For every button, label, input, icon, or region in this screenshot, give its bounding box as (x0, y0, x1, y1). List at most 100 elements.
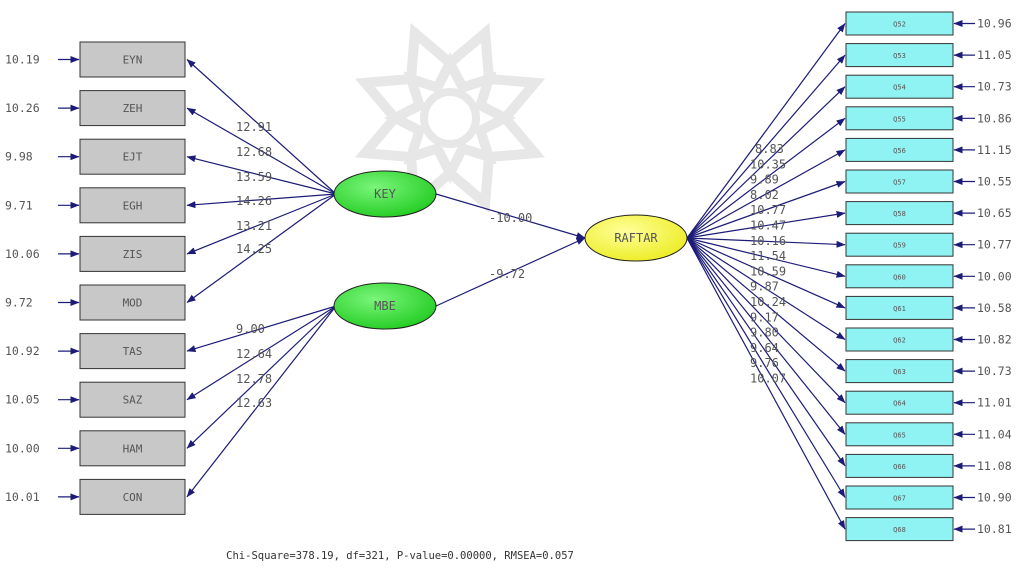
loading-mbe-con: 12.63 (236, 396, 272, 410)
loading-arrow-raftar-q65 (686, 237, 846, 435)
loading-raftar-q58: 10.47 (750, 219, 786, 233)
error-value-egh: 9.71 (5, 198, 33, 212)
error-value-q57: 10.55 (977, 175, 1012, 189)
fit-statistics: Chi-Square=378.19, df=321, P-value=0.000… (226, 550, 574, 562)
error-value-q59: 10.77 (977, 238, 1012, 252)
loading-arrow-raftar-q61 (686, 237, 846, 309)
loading-key-zis: 13.21 (236, 219, 272, 233)
loading-arrow-mbe-tas (186, 305, 337, 352)
loading-arrow-raftar-q67 (686, 237, 846, 498)
indicator-label-q65: Q65 (893, 431, 906, 439)
indicator-label-q54: Q54 (893, 84, 906, 92)
loading-raftar-q64: 9.17 (750, 310, 779, 324)
loading-raftar-q66: 9.64 (750, 341, 779, 355)
error-value-ejt: 9.98 (5, 150, 33, 164)
indicator-box-q63 (845, 359, 954, 384)
indicator-box-q62 (845, 327, 954, 352)
loading-arrow-raftar-q57 (686, 180, 846, 239)
indicator-label-q62: Q62 (893, 337, 906, 345)
indicator-box-q53 (845, 43, 954, 68)
indicator-label-q56: Q56 (893, 147, 906, 155)
indicator-box-q56 (845, 137, 954, 162)
indicator-label-mod: MOD (123, 297, 143, 310)
loading-arrow-raftar-q63 (686, 237, 846, 372)
indicator-box-ham (79, 430, 186, 467)
indicator-label-q66: Q66 (893, 463, 906, 471)
indicator-box-q54 (845, 74, 954, 99)
error-value-q67: 10.90 (977, 491, 1012, 505)
watermark-star-1 (354, 22, 546, 214)
indicator-box-q68 (845, 517, 954, 542)
indicator-box-egh (79, 187, 186, 224)
indicator-box-q55 (845, 106, 954, 131)
loading-raftar-q57: 10.77 (750, 203, 786, 217)
indicator-label-q57: Q57 (893, 179, 906, 187)
path-arrow-key-raftar (435, 193, 586, 239)
error-value-eyn: 10.19 (5, 53, 40, 67)
loading-raftar-q61: 10.59 (750, 264, 786, 278)
indicator-label-zeh: ZEH (123, 102, 143, 115)
loading-raftar-q60: 11.54 (750, 249, 786, 263)
loading-key-mod: 14.25 (236, 242, 272, 256)
loading-mbe-ham: 12.78 (236, 372, 272, 386)
error-value-q54: 10.73 (977, 80, 1012, 94)
loading-arrow-key-eyn (186, 59, 337, 195)
loading-raftar-q54: 10.35 (750, 157, 786, 171)
indicator-box-q52 (845, 11, 954, 36)
error-value-tas: 10.92 (5, 344, 40, 358)
error-value-q55: 10.86 (977, 111, 1012, 125)
indicator-label-ejt: EJT (123, 151, 143, 164)
loading-arrow-key-ejt (186, 155, 337, 195)
loading-arrow-raftar-q62 (686, 237, 846, 341)
loading-raftar-q55: 9.89 (750, 173, 779, 187)
loading-arrow-mbe-ham (186, 305, 337, 449)
indicator-label-q67: Q67 (893, 495, 906, 503)
indicator-box-tas (79, 333, 186, 370)
error-value-q56: 11.15 (977, 143, 1012, 157)
indicator-label-q63: Q63 (893, 368, 906, 376)
path-arrows (58, 20, 975, 533)
indicator-label-q53: Q53 (893, 52, 906, 60)
loading-arrow-key-egh (186, 193, 337, 209)
indicator-label-ham: HAM (123, 442, 143, 455)
indicator-label-q52: Q52 (893, 21, 906, 29)
error-value-q66: 11.08 (977, 459, 1012, 473)
error-value-q60: 10.00 (977, 269, 1012, 283)
error-value-q64: 11.01 (977, 396, 1012, 410)
indicator-box-zis (79, 235, 186, 272)
indicator-label-q59: Q59 (893, 242, 906, 250)
indicator-box-eyn (79, 41, 186, 78)
diagram-nodes (79, 11, 954, 542)
watermark-logo (354, 22, 546, 214)
indicator-label-eyn: EYN (123, 54, 143, 67)
loading-arrow-raftar-q53 (686, 54, 846, 239)
error-value-q61: 10.58 (977, 301, 1012, 315)
error-value-q53: 11.05 (977, 48, 1012, 62)
loading-arrow-raftar-q58 (686, 210, 846, 239)
loading-arrow-raftar-q66 (686, 237, 846, 467)
indicator-box-q59 (845, 232, 954, 257)
loading-arrow-raftar-q60 (686, 237, 846, 278)
loading-raftar-q62: 9.87 (750, 280, 779, 294)
indicator-label-egh: EGH (123, 199, 143, 212)
indicator-label-zis: ZIS (123, 248, 143, 261)
latent-label-mbe: MBE (374, 299, 396, 313)
error-value-zis: 10.06 (5, 247, 40, 261)
indicator-box-q60 (845, 264, 954, 289)
error-value-q68: 10.81 (977, 522, 1012, 536)
indicator-label-q68: Q68 (893, 526, 906, 534)
indicator-label-tas: TAS (123, 345, 143, 358)
loading-arrow-key-zeh (186, 107, 337, 195)
indicator-label-con: CON (123, 491, 143, 504)
loading-raftar-q67: 9.76 (750, 356, 779, 370)
error-value-saz: 10.05 (5, 393, 40, 407)
indicator-box-saz (79, 381, 186, 418)
indicator-box-q57 (845, 169, 954, 194)
loading-arrow-raftar-q54 (686, 86, 846, 239)
loading-arrow-raftar-q52 (686, 23, 846, 239)
indicator-label-q60: Q60 (893, 273, 906, 281)
loading-arrow-raftar-q59 (686, 237, 846, 248)
loading-arrow-mbe-con (186, 305, 337, 498)
path-value-key-raftar: -10.00 (489, 211, 532, 225)
